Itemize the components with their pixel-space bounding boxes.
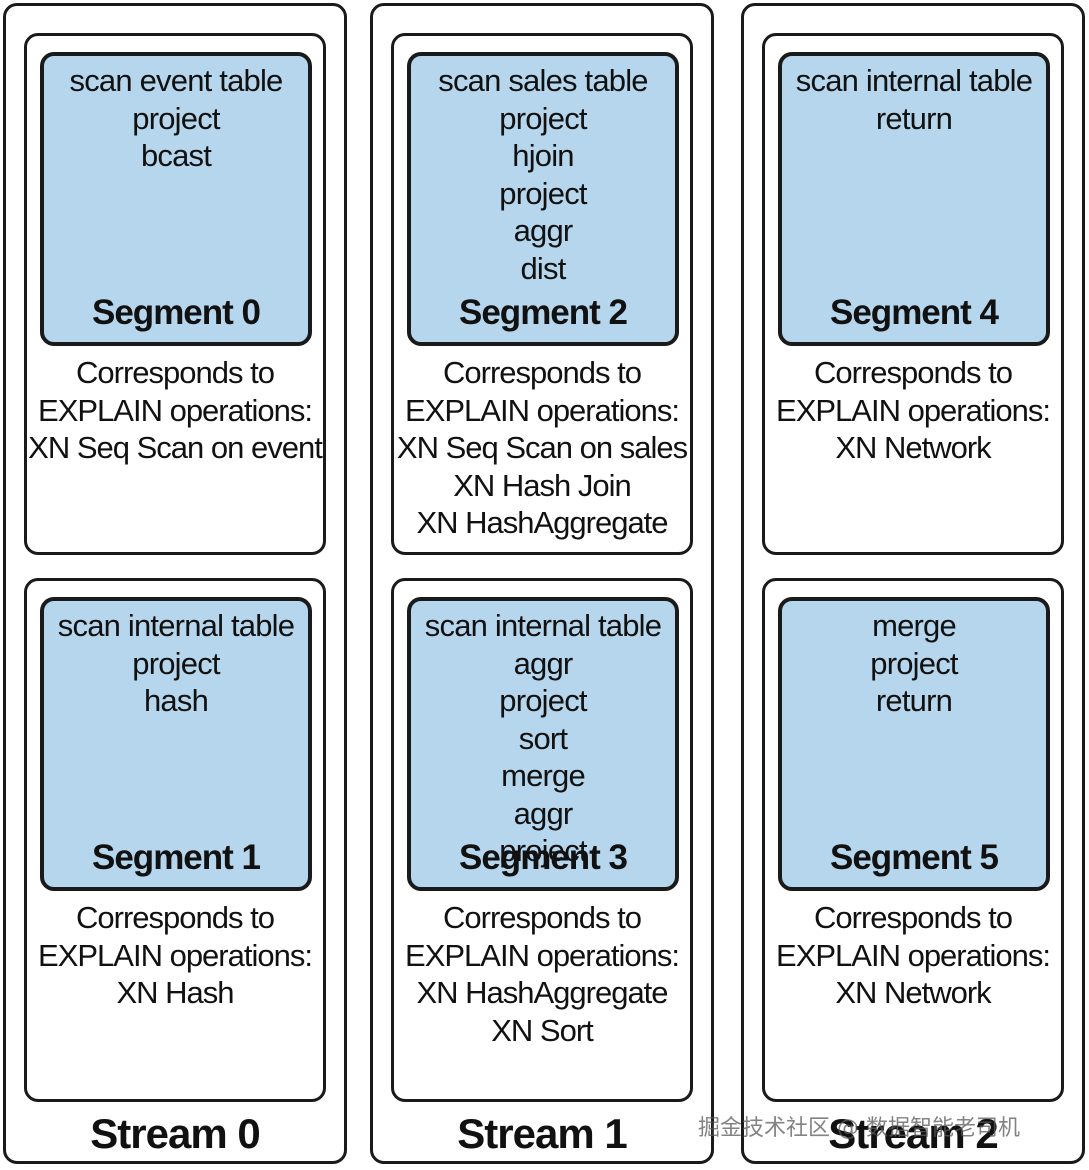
segment-2-panel: scan sales table project hjoin project a… <box>407 52 679 346</box>
stream-2: scan internal table return Segment 4 Cor… <box>741 3 1085 1164</box>
segment-label: Segment 0 <box>92 293 261 332</box>
corresponds-line: EXPLAIN operations: <box>776 937 1051 973</box>
operation: project <box>870 645 958 681</box>
stream-0: scan event table project bcast Segment 0… <box>3 3 347 1164</box>
segment-3-explain-mapping: Corresponds to EXPLAIN operations: XN Ha… <box>394 899 690 1049</box>
operation: hjoin <box>512 138 574 173</box>
segment-2-operations: scan sales table project hjoin project a… <box>411 62 675 287</box>
corresponds-line: Corresponds to <box>443 900 642 935</box>
corresponds-line: XN Seq Scan on event <box>28 430 323 465</box>
corresponds-line: XN Network <box>835 430 991 465</box>
operation: return <box>875 100 953 136</box>
segment-3-panel: scan internal table aggr project sort me… <box>407 597 679 891</box>
segment-1-operations: scan internal table project hash <box>44 607 308 720</box>
corresponds-line: EXPLAIN operations: <box>38 392 313 428</box>
corresponds-line: Corresponds to <box>443 355 642 390</box>
corresponds-line: EXPLAIN operations: <box>776 392 1051 428</box>
segment-label: Segment 5 <box>830 838 999 877</box>
corresponds-line: XN Sort <box>491 1012 594 1048</box>
operation: aggr <box>513 645 574 681</box>
operation: scan internal table <box>424 608 662 643</box>
operation: dist <box>520 250 566 286</box>
segment-box-0: scan event table project bcast Segment 0… <box>24 33 326 555</box>
operation: scan internal table <box>57 608 295 643</box>
operation: project <box>499 833 587 868</box>
segment-3-operations: scan internal table aggr project sort me… <box>411 607 675 870</box>
segment-5-explain-mapping: Corresponds to EXPLAIN operations: XN Ne… <box>765 899 1061 1012</box>
corresponds-line: Corresponds to <box>814 355 1013 390</box>
corresponds-line: Corresponds to <box>814 900 1013 935</box>
operation: project <box>499 100 587 136</box>
corresponds-line: XN HashAggregate <box>416 975 668 1010</box>
stream-title: Stream 1 <box>457 1110 627 1157</box>
operation: return <box>875 683 953 718</box>
corresponds-line: Corresponds to <box>76 355 275 390</box>
corresponds-line: XN Network <box>835 975 991 1010</box>
watermark-text: 掘金技术社区 @ 数据智能老司机 <box>698 1116 1020 1141</box>
corresponds-line: XN Seq Scan on sales <box>396 430 688 465</box>
operation: sort <box>518 720 568 756</box>
segment-box-3: scan internal table aggr project sort me… <box>391 578 693 1102</box>
segment-0-panel: scan event table project bcast Segment 0 <box>40 52 312 346</box>
operation: project <box>499 175 587 211</box>
corresponds-line: Corresponds to <box>76 900 275 935</box>
segment-1-panel: scan internal table project hash Segment… <box>40 597 312 891</box>
segment-5-operations: merge project return <box>782 607 1046 720</box>
segment-label: Segment 1 <box>92 838 261 877</box>
operation: project <box>132 645 220 681</box>
segment-4-operations: scan internal table return <box>782 62 1046 137</box>
segment-4-panel: scan internal table return Segment 4 <box>778 52 1050 346</box>
corresponds-line: EXPLAIN operations: <box>38 937 313 973</box>
operation: project <box>499 683 587 718</box>
stream-1: scan sales table project hjoin project a… <box>370 3 714 1164</box>
segment-2-explain-mapping: Corresponds to EXPLAIN operations: XN Se… <box>394 354 690 542</box>
segment-box-1: scan internal table project hash Segment… <box>24 578 326 1102</box>
operation: scan event table <box>69 63 284 98</box>
segment-0-explain-mapping: Corresponds to EXPLAIN operations: XN Se… <box>27 354 323 467</box>
operation: aggr <box>513 795 574 831</box>
stream-title: Stream 2 <box>828 1110 998 1157</box>
segment-5-panel: merge project return Segment 5 <box>778 597 1050 891</box>
segment-label: Segment 2 <box>459 293 628 332</box>
corresponds-line: XN Hash Join <box>453 467 632 503</box>
operation: merge <box>872 608 957 643</box>
operation: merge <box>501 758 586 793</box>
operation: hash <box>143 683 209 718</box>
operation: project <box>132 100 220 136</box>
segment-4-explain-mapping: Corresponds to EXPLAIN operations: XN Ne… <box>765 354 1061 467</box>
operation: bcast <box>140 138 212 173</box>
segment-label: Segment 3 <box>459 838 628 877</box>
segment-0-operations: scan event table project bcast <box>44 62 308 175</box>
stream-title: Stream 0 <box>90 1110 260 1157</box>
segment-label: Segment 4 <box>830 293 999 332</box>
corresponds-line: EXPLAIN operations: <box>405 937 680 973</box>
segment-box-2: scan sales table project hjoin project a… <box>391 33 693 555</box>
segment-box-5: merge project return Segment 5 Correspon… <box>762 578 1064 1102</box>
corresponds-line: XN Hash <box>116 975 234 1010</box>
operation: scan sales table <box>438 63 648 98</box>
operation: aggr <box>513 213 574 248</box>
corresponds-line: XN HashAggregate <box>416 505 668 540</box>
corresponds-line: EXPLAIN operations: <box>405 392 680 428</box>
operation: scan internal table <box>795 63 1033 98</box>
segment-box-4: scan internal table return Segment 4 Cor… <box>762 33 1064 555</box>
segment-1-explain-mapping: Corresponds to EXPLAIN operations: XN Ha… <box>27 899 323 1012</box>
